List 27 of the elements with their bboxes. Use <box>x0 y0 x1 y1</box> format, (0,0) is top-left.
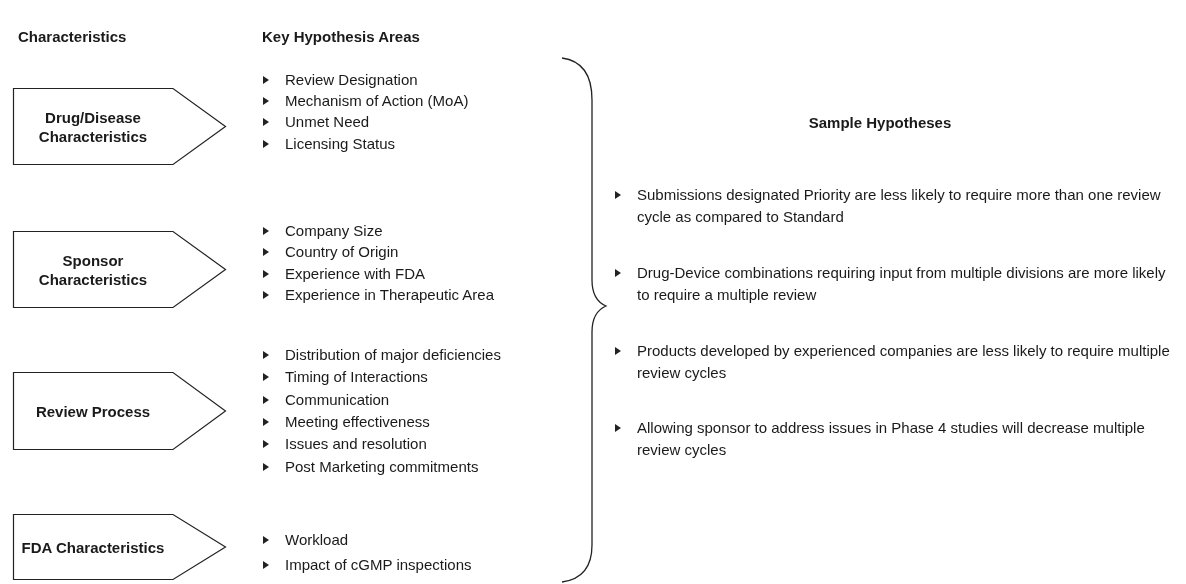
pentagon-arrow-box: Review Process <box>13 372 226 450</box>
bullet-item-text: Timing of Interactions <box>285 367 429 387</box>
bullet-item-text: Communication <box>285 390 391 410</box>
bullet-item-text: Experience in Therapeutic Area <box>285 285 496 305</box>
bullet-item-text: Licensing Status <box>285 134 397 154</box>
column-heading: Sample Hypotheses <box>807 113 953 133</box>
bullet-item-text: Allowing sponsor to address issues in Phase 4 studies will decrease multiple review cycles <box>637 418 1146 460</box>
pentagon-arrow-box: Drug/Disease Characteristics <box>13 88 226 165</box>
bullet-item-text: Meeting effectiveness <box>285 412 431 432</box>
bullet-item-text: Drug-Device combinations requiring input from multiple divisions are more likely to require a multiple review <box>637 263 1167 305</box>
bullet-item-text: Country of Origin <box>285 242 400 262</box>
bullet-item-text: Review Designation <box>285 70 419 90</box>
bullet-item-text: Workload <box>285 530 350 550</box>
bullet-item-text: Post Marketing commitments <box>285 457 480 477</box>
bullet-item-text: Issues and resolution <box>285 434 428 454</box>
bullet-item-text: Impact of cGMP inspections <box>285 555 473 575</box>
bullet-item-text: Mechanism of Action (MoA) <box>285 91 470 111</box>
bullet-item-text: Submissions designated Priority are less likely to require more than one review cycle as compared to Standard <box>637 185 1162 227</box>
column-heading: Key Hypothesis Areas <box>262 27 421 47</box>
column-heading: Characteristics <box>18 27 128 47</box>
pentagon-arrow-box: FDA Characteristics <box>13 514 226 580</box>
bullet-item-text: Experience with FDA <box>285 264 427 284</box>
bullet-item-text: Unmet Need <box>285 112 371 132</box>
pentagon-arrow-box: Sponsor Characteristics <box>13 231 226 308</box>
bullet-item-text: Company Size <box>285 221 384 241</box>
bullet-item-text: Products developed by experienced companies are less likely to require multiple review cycles <box>637 341 1171 383</box>
bullet-item-text: Distribution of major deficiencies <box>285 345 502 365</box>
